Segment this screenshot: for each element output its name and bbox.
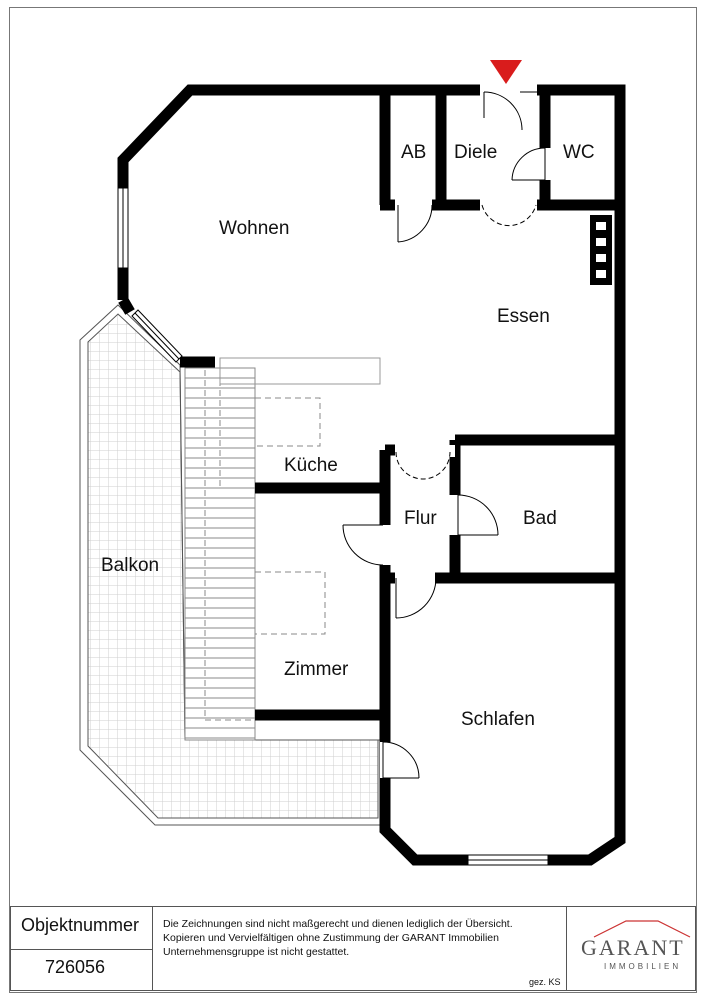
room-label-ab: AB <box>401 142 426 163</box>
disclaimer: Die Zeichnungen sind nicht maßgerecht un… <box>163 917 563 959</box>
brand-logo-subtext: IMMOBILIEN <box>604 962 682 971</box>
signature: gez. KS <box>529 977 561 987</box>
room-label-bad: Bad <box>523 508 557 529</box>
entrance-marker-icon <box>490 60 522 84</box>
disclaimer-line: Die Zeichnungen sind nicht maßgerecht un… <box>163 918 513 930</box>
garant-logo-roof-icon <box>593 920 691 938</box>
disclaimer-line: Unternehmensgruppe ist nicht gestattet. <box>163 946 350 958</box>
room-label-schlafen: Schlafen <box>461 709 535 730</box>
footer-divider <box>566 907 567 990</box>
windows <box>117 187 549 866</box>
room-label-balkon: Balkon <box>101 555 159 576</box>
info-footer: Objektnummer 726056 Die Zeichnungen sind… <box>10 906 696 991</box>
object-number-value: 726056 <box>45 957 106 977</box>
room-label-zimmer: Zimmer <box>284 659 349 680</box>
brand-logo-text: GARANT <box>581 935 685 960</box>
doors <box>342 85 552 779</box>
object-number-label: Objektnummer <box>21 915 140 935</box>
room-label-wohnen: Wohnen <box>219 218 289 239</box>
room-label-kueche: Küche <box>284 455 338 476</box>
page-frame <box>9 7 697 993</box>
footer-divider <box>152 907 153 990</box>
room-label-wc: WC <box>563 142 595 163</box>
footer-divider <box>11 949 152 950</box>
wall-niche <box>590 215 612 285</box>
room-label-essen: Essen <box>497 306 550 327</box>
room-label-diele: Diele <box>454 142 497 163</box>
staircase <box>184 357 381 741</box>
room-label-flur: Flur <box>404 508 437 529</box>
disclaimer-line: Kopieren und Vervielfältigen ohne Zustim… <box>163 932 499 944</box>
